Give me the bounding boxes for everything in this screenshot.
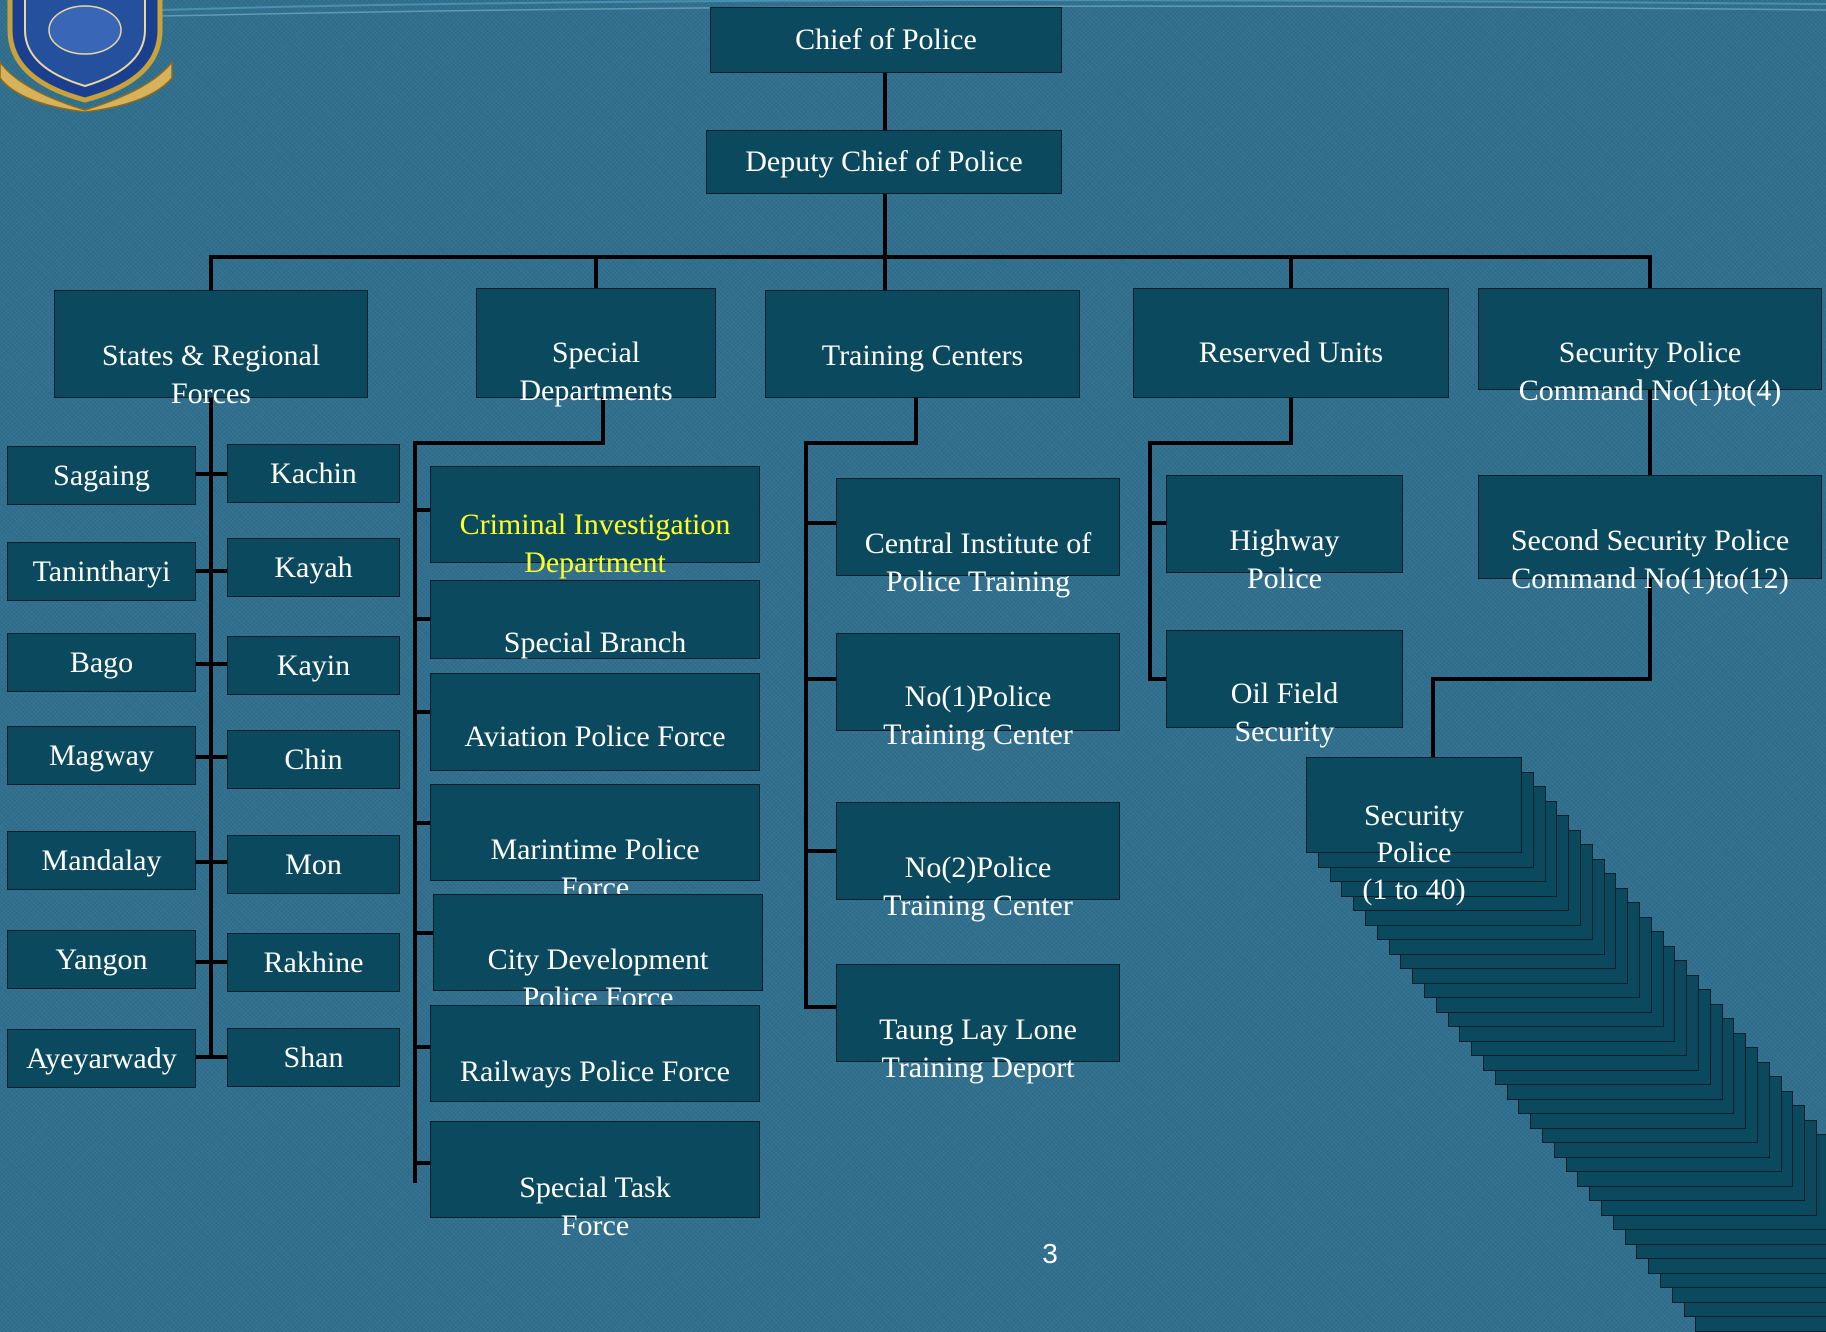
reserved-unit-box: Oil Field Security	[1166, 630, 1403, 748]
reserved-unit-box: Highway Police	[1166, 475, 1403, 595]
training-centers-title: Training Centers	[821, 339, 1024, 372]
page-number: 3	[1042, 1238, 1058, 1269]
special-department-box: Railways Police Force	[430, 1005, 760, 1102]
training-center-label: Taung Lay Lone Training Deport	[879, 1013, 1077, 1084]
special-department-box: Special Branch	[430, 580, 760, 659]
deputy-chief-node: Deputy Chief of Police	[706, 130, 1062, 194]
state-label: Kayah	[274, 550, 353, 584]
special-department-label: Marintime Police Force	[490, 833, 700, 904]
special-department-label: Railways Police Force	[460, 1055, 730, 1088]
state-label: Mon	[285, 847, 342, 881]
security-police-command-header: Security Police Command No(1)to(4)	[1478, 288, 1822, 407]
chief-of-police-node: Chief of Police	[710, 7, 1062, 73]
training-centers-header: Training Centers	[765, 290, 1080, 398]
state-box: Rakhine	[227, 933, 400, 992]
police-crest-icon	[0, 0, 173, 112]
special-department-label: Special Branch	[503, 626, 687, 659]
security-police-label: Security Police (1 to 40)	[1362, 799, 1466, 906]
state-box: Kayin	[227, 636, 400, 695]
training-center-label: Central Institute of Police Training	[864, 527, 1092, 598]
security-police-stack-card	[1306, 757, 1522, 853]
state-label: Rakhine	[263, 945, 364, 979]
security-police-front-card: Security Police (1 to 40)	[1306, 757, 1522, 906]
reserved-unit-label: Oil Field Security	[1230, 677, 1339, 748]
security-police-command-title: Security Police Command No(1)to(4)	[1518, 336, 1782, 407]
special-department-box: Special Task Force	[430, 1121, 760, 1242]
chief-of-police-label: Chief of Police	[795, 23, 977, 56]
second-security-police-command-label: Second Security Police Command No(1)to(1…	[1510, 524, 1790, 595]
special-department-label-highlighted: Criminal Investigation Department	[459, 508, 731, 579]
state-label: Kachin	[270, 456, 357, 490]
training-center-box: No(2)Police Training Center	[836, 802, 1120, 922]
region-label: Ayeyarwady	[26, 1041, 177, 1075]
special-department-box: Marintime Police Force	[430, 784, 760, 904]
region-box: Tanintharyi	[7, 542, 196, 601]
reserved-units-title: Reserved Units	[1198, 336, 1384, 369]
region-box: Sagaing	[7, 446, 196, 505]
state-box: Mon	[227, 835, 400, 894]
reserved-unit-label: Highway Police	[1229, 524, 1340, 595]
special-department-label: Aviation Police Force	[464, 720, 726, 753]
training-center-label: No(2)Police Training Center	[883, 851, 1073, 922]
special-department-box: Aviation Police Force	[430, 673, 760, 771]
state-label: Kayin	[276, 648, 351, 682]
region-label: Magway	[49, 738, 154, 772]
deputy-chief-label: Deputy Chief of Police	[745, 145, 1023, 178]
training-center-box: No(1)Police Training Center	[836, 633, 1120, 751]
state-box: Chin	[227, 730, 400, 789]
state-box: Kachin	[227, 444, 400, 503]
special-departments-header: Special Departments	[476, 288, 716, 407]
special-departments-title: Special Departments	[519, 336, 673, 407]
special-department-label: City Development Police Force	[487, 943, 709, 1014]
second-security-police-command-box: Second Security Police Command No(1)to(1…	[1478, 475, 1822, 595]
org-chart-connectors	[193, 71, 1652, 1183]
special-department-box: City Development Police Force	[433, 894, 763, 1014]
training-center-box: Taung Lay Lone Training Deport	[836, 964, 1120, 1084]
state-label: Chin	[284, 742, 343, 776]
states-regional-title: States & Regional Forces	[101, 339, 321, 410]
state-box: Shan	[227, 1028, 400, 1087]
states-regional-header: States & Regional Forces	[54, 290, 368, 410]
training-center-box: Central Institute of Police Training	[836, 478, 1120, 598]
region-box: Bago	[7, 633, 196, 692]
region-label: Sagaing	[53, 458, 150, 492]
header-swoosh-decoration	[159, 0, 1826, 17]
state-label: Shan	[283, 1040, 344, 1074]
region-label: Yangon	[55, 942, 148, 976]
special-department-box: Criminal Investigation Department	[430, 466, 760, 579]
region-box: Yangon	[7, 930, 196, 989]
training-center-label: No(1)Police Training Center	[883, 680, 1073, 751]
region-label: Mandalay	[41, 843, 162, 877]
reserved-units-header: Reserved Units	[1133, 288, 1449, 398]
region-box: Magway	[7, 726, 196, 785]
region-box: Mandalay	[7, 831, 196, 890]
region-label: Tanintharyi	[32, 554, 171, 588]
region-box: Ayeyarwady	[7, 1029, 196, 1088]
region-label: Bago	[69, 645, 134, 679]
state-box: Kayah	[227, 538, 400, 597]
special-department-label: Special Task Force	[519, 1171, 671, 1242]
